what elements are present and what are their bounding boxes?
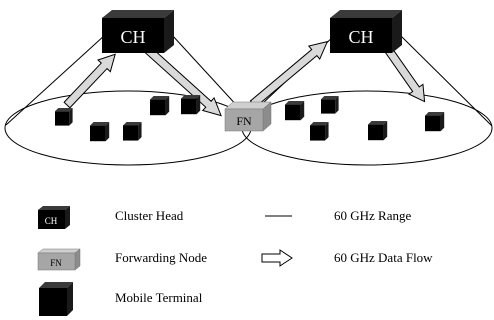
legend-data-flow-arrow [261,249,293,267]
data-flow-arrow-right-ch-to-terminal [381,42,426,103]
right-cluster-range [241,90,493,166]
mobile-terminal [123,122,142,141]
legend-mobile-terminal-icon [39,282,73,316]
left-cluster-head-label: CH [120,27,145,47]
legend-cluster-head-icon: CH [38,206,70,229]
left-ch-range-line-left [5,34,106,126]
mobile-terminal [321,96,339,114]
legend-data-flow-label: 60 GHz Data Flow [334,250,433,265]
mobile-terminal [90,122,110,142]
legend-forwarding-node-icon-label: FN [50,258,62,268]
forwarding-node-label: FN [236,114,252,128]
data-flow-arrow-fn-to-right-ch [249,40,329,108]
mobile-terminal [55,108,73,126]
mobile-terminal [368,121,388,141]
left-cluster-head: CH [102,10,174,53]
mobile-terminal [425,112,445,132]
right-cluster-head-label: CH [348,27,373,47]
mobile-terminal [285,101,305,121]
data-flow-arrow-terminal-to-left-ch [63,53,116,109]
data-flow-arrow-left-ch-to-fn [142,44,222,117]
forwarding-node: FN [224,101,272,132]
right-ch-range-line-right [399,34,493,127]
right-cluster-head: CH [330,10,402,53]
mobile-terminal [150,96,170,116]
legend-forwarding-node-icon: FN [37,248,81,271]
legend-forwarding-node-label: Forwarding Node [115,250,207,265]
mobile-terminal [181,95,201,115]
legend: CH Cluster Head FN Forwarding Node Mobil… [37,206,433,316]
legend-mobile-terminal-label: Mobile Terminal [115,290,203,305]
legend-range-label: 60 GHz Range [334,208,411,223]
legend-cluster-head-icon-label: CH [45,216,58,226]
legend-cluster-head-label: Cluster Head [115,208,184,223]
mobile-terminal [310,122,329,141]
